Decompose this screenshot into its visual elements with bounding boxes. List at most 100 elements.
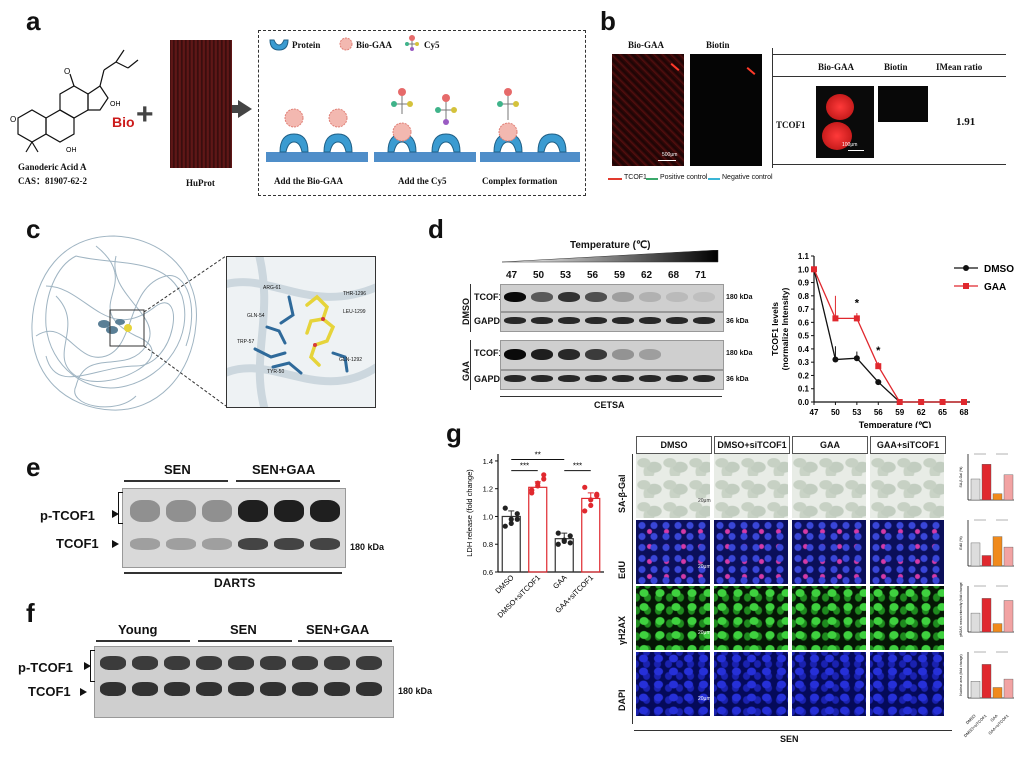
g-mini-bar bbox=[981, 555, 992, 567]
g-mini-chart-3: Nuclear area (fold change) bbox=[959, 651, 1014, 699]
g-chart-point bbox=[594, 493, 600, 499]
d-chart-xtick-label: 47 bbox=[810, 408, 819, 417]
d-chart-xtick-label: 62 bbox=[917, 408, 926, 417]
b-legend-tcof1: TCOF1 bbox=[624, 174, 647, 181]
d-band-gaa-gapdh bbox=[531, 375, 553, 382]
d-band-gaa-gapdh bbox=[585, 375, 607, 382]
b-row-label: TCOF1 bbox=[776, 120, 806, 130]
d-chart-ytick-label: 0.7 bbox=[798, 305, 810, 314]
g-chart-point bbox=[508, 520, 514, 527]
g-mini-bar bbox=[992, 623, 1003, 633]
g-image-3-2 bbox=[792, 652, 866, 716]
g-image-0-0 bbox=[636, 454, 710, 518]
g-scale-label-3: 20μm bbox=[698, 696, 711, 702]
d-temp-50: 50 bbox=[533, 270, 545, 281]
g-row-label-3: DAPI bbox=[617, 689, 627, 711]
g-row-label-2: γH2AX bbox=[617, 615, 627, 645]
g-chart-point bbox=[508, 516, 514, 522]
g-image-3-1 bbox=[714, 652, 788, 716]
e-band-tcof1 bbox=[310, 538, 340, 550]
e-band-tcof1 bbox=[130, 538, 160, 550]
e-band-tcof1 bbox=[166, 538, 196, 550]
d-tcof1-label-2: TCOF1 bbox=[474, 348, 504, 358]
e-blot bbox=[122, 488, 346, 568]
g-chart-point bbox=[567, 533, 573, 539]
e-band-ptcof1 bbox=[166, 500, 196, 522]
panel-label-g: g bbox=[446, 418, 462, 448]
compound-cas: CAS：81907-62-2 bbox=[18, 176, 87, 186]
d-temp-59: 59 bbox=[614, 270, 626, 281]
e-darts-label: DARTS bbox=[214, 576, 256, 590]
f-group-sen: SEN bbox=[230, 622, 257, 637]
g-image-2-3 bbox=[870, 586, 944, 650]
e-band-tcof1 bbox=[202, 538, 232, 550]
d-temp-68: 68 bbox=[668, 270, 680, 281]
d-band-gaa-gapdh bbox=[666, 375, 688, 382]
g-row-label-0: SA-β-Gal bbox=[617, 474, 627, 514]
g-image-1-3 bbox=[870, 520, 944, 584]
bio-gaa-icon bbox=[339, 37, 353, 51]
panel-label-c: c bbox=[26, 214, 41, 244]
d-band-dmso-gapdh bbox=[639, 317, 661, 324]
d-gapdh-label-2: GAPDH bbox=[474, 374, 507, 384]
g-chart-ytick-label: 1.2 bbox=[483, 485, 493, 494]
d-chart-xtick-label: 68 bbox=[960, 408, 969, 417]
d-chart-ytick-label: 0.4 bbox=[798, 345, 810, 354]
d-chart-xtick-label: 56 bbox=[874, 408, 883, 417]
g-row-label-1: EdU bbox=[617, 561, 627, 579]
workflow-steps-illustration bbox=[266, 88, 580, 162]
g-image-1-1 bbox=[714, 520, 788, 584]
g-chart-ytick-label: 0.6 bbox=[483, 568, 493, 577]
g-chart-point bbox=[561, 538, 567, 545]
d-chart-ytick-label: 0.9 bbox=[798, 279, 810, 288]
g-mini-bar bbox=[970, 681, 981, 699]
d-chart-point-dmso bbox=[832, 356, 839, 363]
e-group-sen: SEN bbox=[164, 462, 191, 477]
d-band-dmso-tcof1 bbox=[666, 292, 688, 302]
g-mini-bar bbox=[1003, 546, 1014, 567]
workflow-box bbox=[258, 30, 586, 196]
f-band-tcof1 bbox=[164, 682, 190, 696]
e-band-ptcof1 bbox=[274, 500, 304, 522]
g-chart-sig-label: *** bbox=[520, 462, 529, 471]
d-chart-xtick-label: 59 bbox=[895, 408, 904, 417]
g-mini-bar bbox=[1003, 678, 1014, 699]
d-chart-ylabel: TCOF1 levels(normalize Intensity) bbox=[770, 288, 790, 371]
bio-tag: Bio bbox=[112, 114, 135, 130]
g-mini-xlabel: DMSO bbox=[965, 714, 977, 725]
d-band-gaa-gapdh bbox=[639, 375, 661, 382]
step-2-label: Add the Cy5 bbox=[398, 176, 447, 186]
svg-text:O: O bbox=[10, 115, 16, 124]
d-chart-ytick-label: 0.8 bbox=[798, 292, 810, 301]
g-col-header-1: DMSO+siTCOF1 bbox=[714, 436, 790, 454]
d-group-gaa: GAA bbox=[461, 361, 471, 381]
d-band-gaa-tcof1 bbox=[693, 349, 715, 360]
f-group-young: Young bbox=[118, 622, 158, 637]
f-band-tcof1 bbox=[324, 682, 350, 696]
e-band-tcof1 bbox=[238, 538, 268, 550]
g-chart-point bbox=[514, 511, 520, 517]
d-temp-71: 71 bbox=[695, 270, 707, 281]
g-image-1-0 bbox=[636, 520, 710, 584]
d-legend-label: DMSO bbox=[984, 264, 1014, 275]
g-image-0-2 bbox=[792, 454, 866, 518]
g-mini-bar bbox=[970, 542, 981, 567]
g-image-2-0 bbox=[636, 586, 710, 650]
g-mini-xlabel: GAA bbox=[989, 714, 999, 723]
f-band-ptcof1 bbox=[356, 656, 382, 670]
g-chart-ylabel: LDH release (fold change) bbox=[465, 469, 474, 557]
f-band-tcof1 bbox=[356, 682, 382, 696]
b-header-ratio: IMean ratio bbox=[936, 62, 983, 72]
d-chart-point-gaa bbox=[918, 399, 925, 405]
g-mini-ylabel: Nuclear area (fold change) bbox=[959, 654, 963, 695]
f-label-tcof1: TCOF1 bbox=[28, 684, 71, 699]
f-group-sen-gaa: SEN+GAA bbox=[306, 622, 370, 637]
d-band-dmso-gapdh bbox=[693, 317, 715, 324]
d-temp-53: 53 bbox=[560, 270, 572, 281]
e-band-tcof1 bbox=[274, 538, 304, 550]
d-chart-ytick-label: 1.1 bbox=[798, 252, 810, 261]
d-group-dmso: DMSO bbox=[461, 298, 471, 325]
residue-thr1296: THR-1296 bbox=[343, 291, 367, 297]
